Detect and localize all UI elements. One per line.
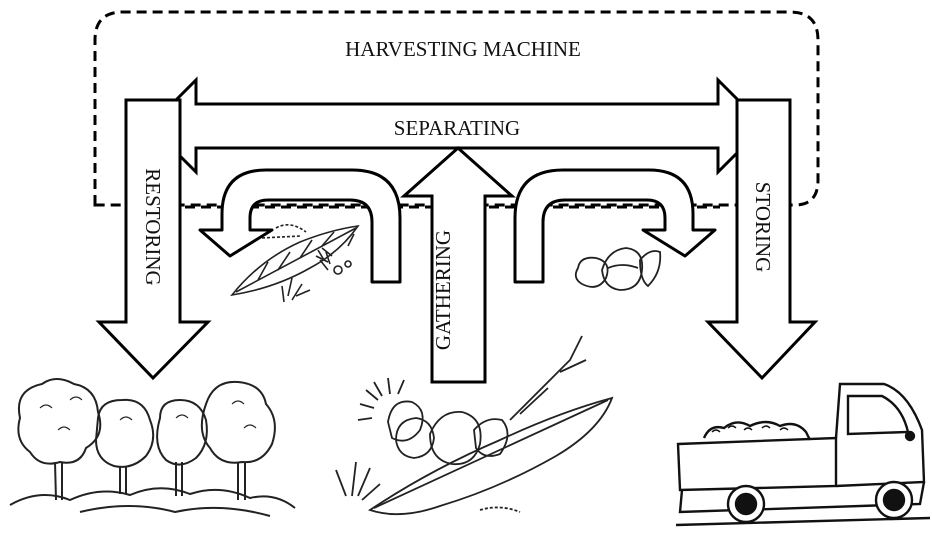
leaf-debris-illustration xyxy=(230,224,360,303)
restoring-down-arrow xyxy=(95,98,212,381)
separating-label: SEPARATING xyxy=(394,116,520,140)
right-curved-transfer-arrow xyxy=(513,168,717,284)
orchard-trees-illustration xyxy=(9,378,296,517)
restoring-label: RESTORING xyxy=(141,168,165,285)
storing-down-arrow xyxy=(704,98,819,381)
chestnut-ground-illustration xyxy=(335,335,614,516)
storing-label: STORING xyxy=(751,182,775,273)
gathering-label: GATHERING xyxy=(431,230,455,350)
machine-title: HARVESTING MACHINE xyxy=(345,37,581,61)
gathering-up-arrow xyxy=(400,145,516,384)
pickup-truck-illustration xyxy=(675,382,931,527)
chestnuts-illustration xyxy=(574,247,662,291)
harvesting-machine-boundary xyxy=(93,10,820,207)
left-curved-return-arrow xyxy=(198,168,402,284)
